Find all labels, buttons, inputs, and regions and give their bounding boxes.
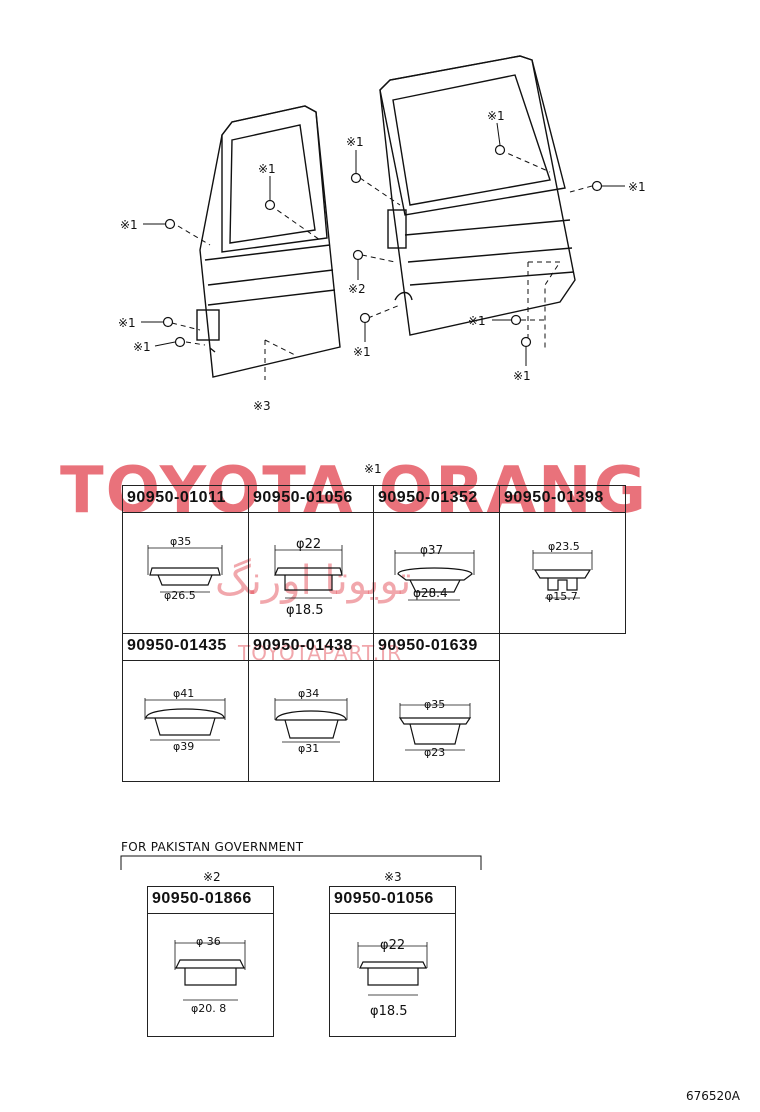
group-label-mark2: ※2 — [203, 870, 221, 884]
part-number: 90950-01352 — [378, 489, 478, 506]
clip-drawing-01639 — [398, 703, 472, 751]
part-number: 90950-01056 — [253, 489, 353, 506]
callout-rear-window: ※1 — [487, 109, 505, 123]
clip-drawing-01435 — [144, 698, 226, 741]
callout-rear-right: ※1 — [628, 180, 646, 194]
clip-drawing-01056 — [274, 545, 343, 599]
dim-outer: φ22 — [296, 537, 321, 552]
callout-front-left: ※1 — [120, 218, 138, 232]
dim-inner: φ23 — [424, 746, 445, 759]
dim-inner: φ31 — [298, 742, 319, 755]
dim-inner: φ20. 8 — [191, 1002, 226, 1015]
callout-rear-top-left: ※1 — [346, 135, 364, 149]
front-door-window — [221, 105, 328, 253]
part-number: 90950-01398 — [504, 489, 604, 506]
dim-inner: φ18.5 — [286, 603, 324, 618]
part-number: 90950-01866 — [152, 890, 252, 907]
clip-drawing-01866 — [174, 940, 246, 1001]
watermark-brand: TOYOTA ORANG — [60, 454, 649, 528]
clip-cell — [373, 660, 500, 782]
dim-outer: φ23.5 — [548, 540, 580, 553]
clip-drawing-01398 — [532, 550, 593, 599]
dim-inner: φ39 — [173, 740, 194, 753]
dim-inner: φ15.7 — [546, 590, 578, 603]
part-number: 90950-01435 — [127, 637, 227, 654]
part-number: 90950-01011 — [127, 489, 226, 506]
dim-outer: φ35 — [424, 698, 445, 711]
part-number: 90950-01056 — [334, 890, 434, 907]
pakistan-section-title: FOR PAKISTAN GOVERNMENT — [121, 840, 304, 854]
dim-inner: φ28.4 — [413, 586, 448, 600]
dim-outer: φ 36 — [196, 935, 221, 948]
callout-front-bottom: ※1 — [133, 340, 151, 354]
group-label-mark1: ※1 — [364, 462, 382, 476]
clip-drawing-01438 — [274, 698, 348, 743]
part-number: 90950-01438 — [253, 637, 353, 654]
clip-cell — [499, 512, 626, 634]
diagram-id: 676520A — [686, 1089, 741, 1103]
clip-drawings-table-1: φ35 φ26.5 φ22 φ18.5 φ37 φ28.4 φ23.5 φ15.… — [144, 535, 593, 759]
clip-drawing-01056-pak — [357, 942, 428, 996]
dim-inner: φ26.5 — [164, 589, 196, 602]
clip-drawing-01352 — [394, 550, 475, 601]
group-label-mark3: ※3 — [384, 870, 402, 884]
door-illustration: ※1 ※1 ※1 ※1 ※3 ※1 ※1 ※1 ※2 ※1 ※1 ※1 — [118, 55, 646, 413]
dim-outer: φ22 — [380, 938, 405, 953]
watermark-farsi: تویوتا اورنگ — [215, 558, 412, 604]
clip-cell — [147, 913, 274, 1037]
dim-outer: φ35 — [170, 535, 191, 548]
clip-cell — [329, 913, 456, 1037]
callout-front-panel: ※3 — [253, 399, 271, 413]
dim-outer: φ41 — [173, 687, 194, 700]
callout-rear-bottom: ※1 — [513, 369, 531, 383]
callout-rear-hinge: ※2 — [348, 282, 366, 296]
callout-front-window: ※1 — [258, 162, 276, 176]
dim-inner: φ18.5 — [370, 1004, 408, 1019]
callout-rear-lower: ※1 — [468, 314, 486, 328]
callout-rear-lower-left: ※1 — [353, 345, 371, 359]
rear-door-window — [379, 55, 566, 216]
dim-outer: φ37 — [420, 543, 443, 557]
part-number: 90950-01639 — [378, 637, 478, 654]
callout-front-lower: ※1 — [118, 316, 136, 330]
clip-drawing-01011 — [147, 545, 223, 593]
dim-outer: φ34 — [298, 687, 319, 700]
